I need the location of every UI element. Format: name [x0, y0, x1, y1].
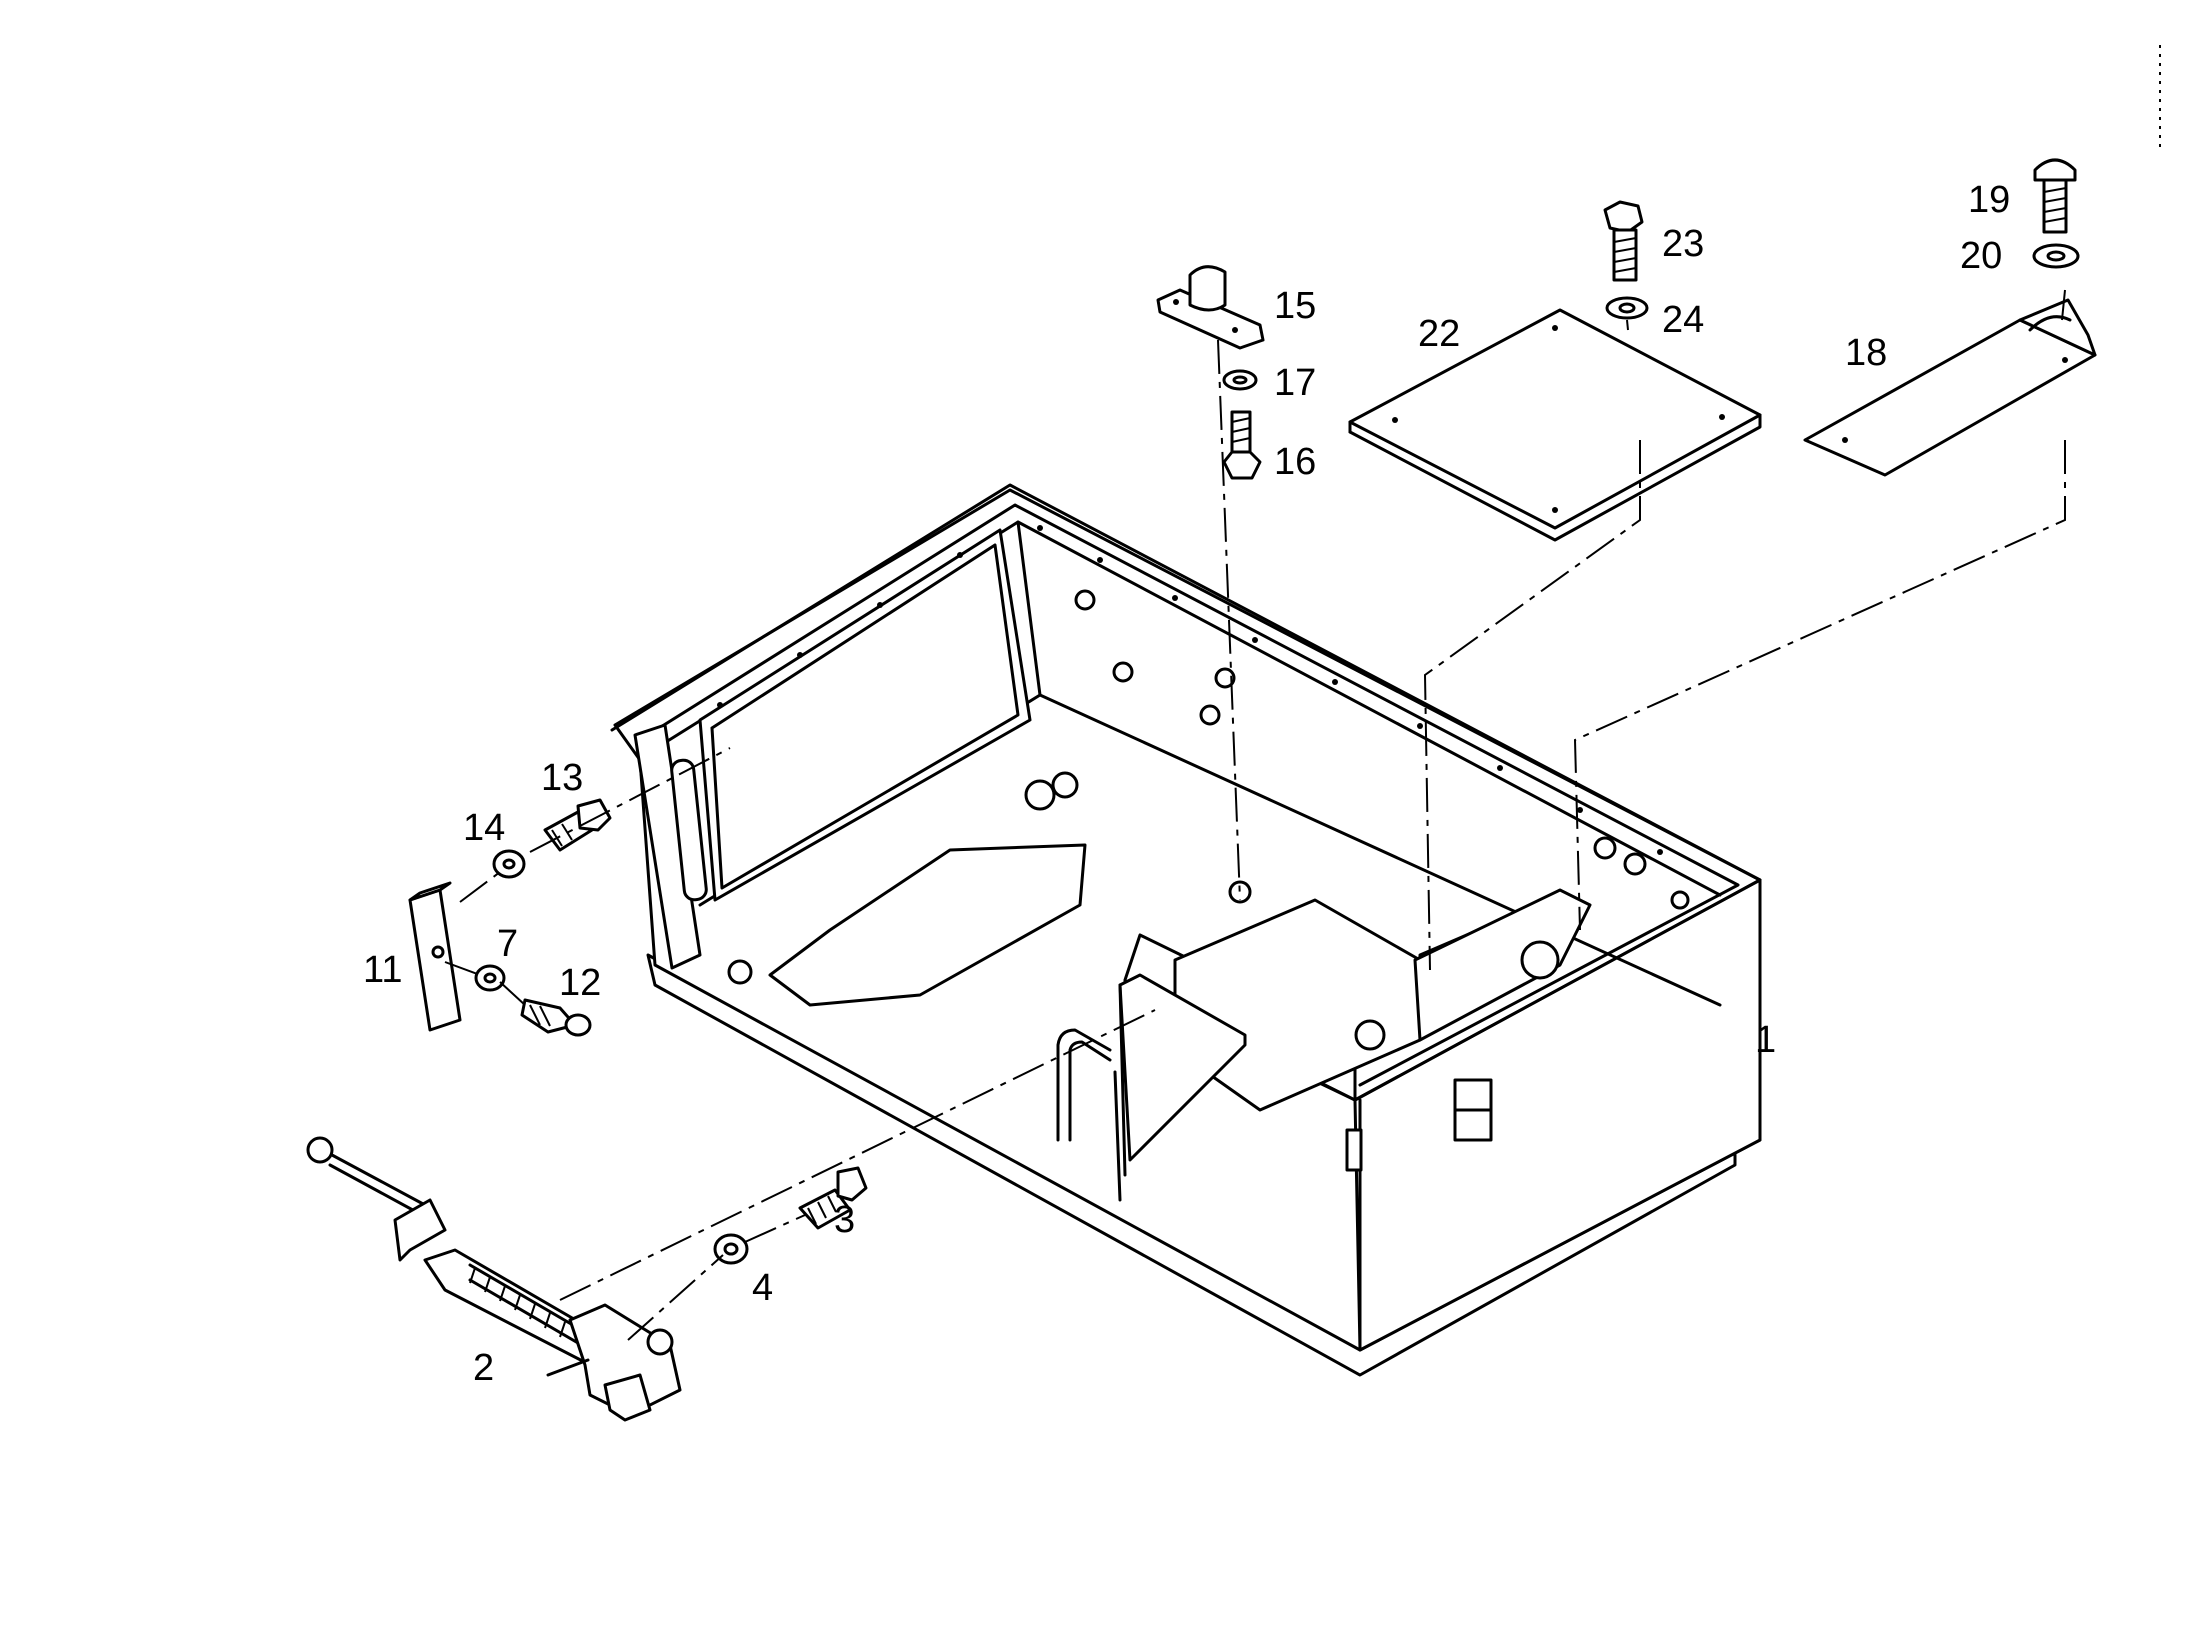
callout-18: 18 [1845, 332, 1887, 374]
bolt-12 [520, 998, 592, 1037]
callout-17: 17 [1274, 362, 1316, 404]
housing-handle [670, 758, 708, 902]
housing-partition [1118, 973, 1247, 1162]
callout-14: 14 [463, 807, 505, 849]
callout-12: 12 [559, 962, 601, 1004]
housing-floor-cutout [768, 843, 1087, 1007]
housing-left-window [698, 528, 1032, 902]
cover-18-lip [2018, 298, 2097, 357]
bolt-3 [798, 1166, 868, 1230]
assembly-lines [444, 289, 2066, 1341]
cover-part-18 [1803, 298, 2097, 477]
callout-13: 13 [541, 757, 583, 799]
callout-19: 19 [1968, 179, 2010, 221]
callout-7: 7 [497, 923, 518, 965]
housing-window-inner [710, 543, 1020, 890]
housing-pipe [1056, 1028, 1112, 1142]
callout-3: 3 [834, 1199, 855, 1241]
callout-16: 16 [1274, 441, 1316, 483]
bolt-13 [543, 798, 612, 852]
callout-15: 15 [1274, 285, 1316, 327]
housing-partition-edge [1118, 983, 1127, 1177]
callout-11: 11 [363, 949, 402, 991]
callout-labels: 1 2 3 4 7 11 12 13 14 15 16 17 18 19 20 … [363, 179, 2010, 1389]
latch-spring [469, 1267, 566, 1338]
bolt-23 [1603, 200, 1644, 282]
latch-assembly-2 [306, 1136, 682, 1422]
callout-22: 22 [1418, 313, 1460, 355]
cover-plate-22 [1348, 308, 1762, 530]
housing-inner-corner [1016, 520, 1042, 697]
housing-end-panel [633, 723, 702, 970]
housing-side-slot [1345, 1128, 1363, 1172]
callout-4: 4 [752, 1267, 773, 1309]
bracket-15 [1156, 265, 1265, 350]
callout-2: 2 [473, 1347, 494, 1389]
housing-part-1 [610, 483, 1762, 1377]
bolt-16 [1222, 410, 1262, 480]
housing-compartment-cover [1413, 888, 1592, 1042]
plate-11 [408, 881, 462, 1032]
housing-rim-inner [638, 503, 1740, 1087]
callout-23: 23 [1662, 223, 1704, 265]
callout-20: 20 [1960, 235, 2002, 277]
callout-1: 1 [1755, 1019, 1776, 1061]
housing-rim-rivets [717, 525, 1663, 855]
bolt-19 [2033, 158, 2077, 234]
housing-pipe-inner [1068, 1040, 1112, 1142]
cover-plate-part-22 [1348, 308, 1762, 542]
callout-24: 24 [1662, 299, 1704, 341]
